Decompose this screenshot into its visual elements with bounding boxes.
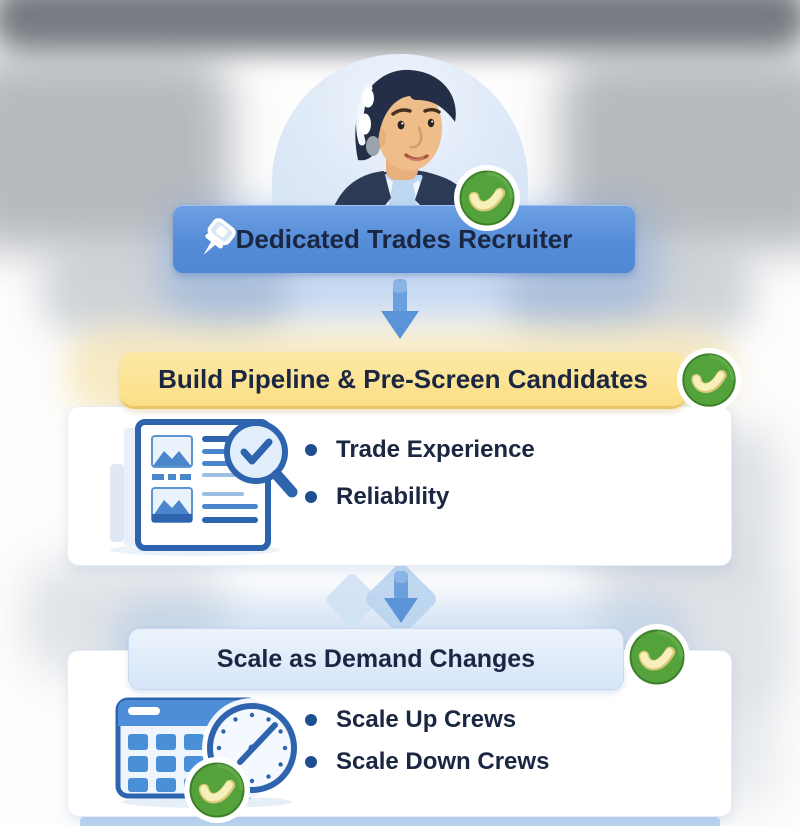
checkmark-badge: [624, 624, 690, 690]
background-artifact: [0, 0, 800, 52]
list-item: Reliability: [305, 483, 535, 511]
step-recruiter-banner: Dedicated Trades Recruiter: [173, 205, 635, 273]
step-scale-label: Scale as Demand Changes: [216, 644, 536, 673]
bullet-dot-icon: [305, 444, 317, 456]
down-arrow-icon: [381, 279, 419, 339]
bottom-edge-strip: [80, 817, 720, 826]
list-item: Scale Down Crews: [305, 748, 549, 776]
down-arrow-icon: [384, 571, 418, 623]
step-scale-banner: Scale as Demand Changes: [128, 628, 624, 690]
pushpin-icon: [203, 218, 236, 255]
step-pipeline-label: Build Pipeline & Pre-Screen Candidates: [158, 363, 648, 394]
bullet-dot-icon: [305, 714, 317, 726]
list-item: Scale Up Crews: [305, 706, 549, 734]
scale-bullet-list: Scale Up Crews Scale Down Crews: [305, 706, 549, 790]
bullet-dot-icon: [305, 756, 317, 768]
checkmark-badge: [677, 348, 741, 412]
bullet-dot-icon: [305, 491, 317, 503]
checkmark-badge: [454, 165, 520, 231]
resume-search-icon: [110, 419, 298, 556]
step-pipeline-banner: Build Pipeline & Pre-Screen Candidates: [120, 352, 686, 409]
step-recruiter-label: Dedicated Trades Recruiter: [235, 223, 573, 254]
pipeline-bullet-list: Trade Experience Reliability: [305, 436, 535, 530]
checkmark-badge: [184, 757, 250, 823]
list-item: Trade Experience: [305, 436, 535, 464]
